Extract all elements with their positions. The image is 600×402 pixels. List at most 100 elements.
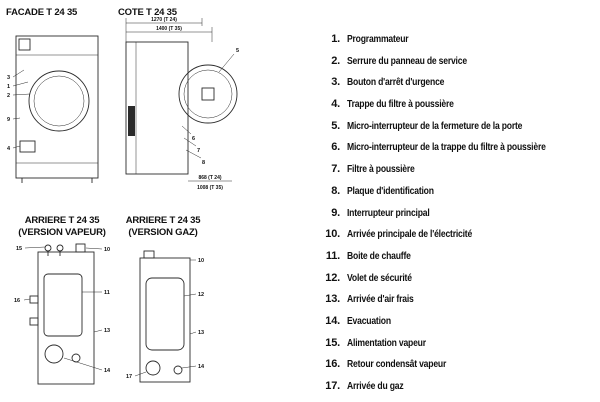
legend-item-number: 7.: [331, 163, 340, 176]
legend-item-number: 2.: [331, 54, 340, 67]
legend-item-label: Trappe du filtre à poussière: [347, 98, 454, 111]
callout-number: 13: [198, 330, 204, 336]
legend-item: 5.Micro-interrupteur de la fermeture de …: [318, 120, 589, 142]
callout-number: 15: [16, 246, 22, 252]
legend-item-label: Evacuation: [347, 314, 391, 327]
callout-number: 1: [7, 84, 10, 90]
legend-item-number: 15.: [325, 336, 340, 349]
arriere-vapeur-drawing: 15 10 16 11 13 14: [14, 243, 111, 385]
gaz-leader-lines: [134, 259, 197, 377]
legend-item: 16. Retour condensât vapeur: [318, 358, 589, 380]
legend-item-label: Retour condensât vapeur: [347, 358, 447, 371]
callout-number: 17: [126, 374, 132, 380]
legend-item: 12. Volet de sécurité: [318, 272, 589, 294]
callout-number: 14: [104, 368, 111, 374]
heating-box: [43, 273, 83, 337]
callout-number: 8: [202, 160, 205, 166]
legend-item-number: 4.: [331, 98, 340, 111]
legend-item-number: 10.: [325, 228, 340, 241]
callout-number: 10: [198, 258, 204, 264]
legend-item-label: Alimentation vapeur: [347, 336, 426, 349]
legend-item: 10. Arrivée principale de l'électricité: [318, 228, 589, 250]
legend-item: 1. Programmateur: [318, 33, 589, 55]
legend-item: 3.Bouton d'arrêt d'urgence: [318, 76, 589, 98]
cote-cabinet: [125, 41, 238, 175]
cote-drawing: 1270 (T 24) 1400 (T 35) 5 6 7 8 868 (T 2…: [125, 17, 239, 191]
louver-vent: [128, 106, 135, 136]
legend-item: 7. Filtre à poussière: [318, 163, 589, 185]
legend-item-number: 16.: [325, 358, 340, 371]
legend-item: 4. Trappe du filtre à poussière: [318, 98, 589, 120]
open-door-circle: [178, 64, 238, 124]
legend-item-number: 17.: [325, 380, 340, 392]
dimension-label: 1270 (T 24): [151, 17, 177, 23]
legend-item: 6. Micro-interrupteur de la trappe du fil…: [318, 141, 589, 163]
callout-number: 3: [7, 75, 10, 81]
legend-item: 15. Alimentation vapeur: [318, 337, 589, 359]
condensate-fitting: [29, 295, 39, 304]
legend-item: 9.Interrupteur principal: [318, 207, 589, 229]
legend-item-label: Boite de chauffe: [347, 249, 411, 262]
drum-outline: [145, 277, 185, 351]
legend-item-number: 1.: [331, 33, 340, 45]
arriere-vapeur-subtitle: (VERSION VAPEUR): [18, 227, 106, 238]
vapeur-leader-lines: [23, 246, 103, 371]
legend-item-label: Filtre à poussière: [347, 163, 415, 176]
callout-number: 7: [197, 148, 200, 154]
door-circle: [28, 70, 90, 132]
legend-item-label: Arrivée du gaz: [347, 380, 404, 392]
electrical-box: [75, 243, 86, 253]
legend-item: 17. Arrivée du gaz: [318, 380, 589, 402]
facade-title: FACADE T 24 35: [6, 7, 78, 18]
legend-item-label: Micro-interrupteur de la trappe du filtr…: [347, 141, 546, 154]
callout-number: 16: [14, 298, 20, 304]
legend-item-label: Volet de sécurité: [347, 271, 412, 284]
legend-item-number: 9.: [331, 206, 340, 219]
legend-item-number: 13.: [325, 293, 340, 306]
gas-inlet-fitting: [145, 360, 161, 376]
legend-item-label: Arrivée principale de l'électricité: [347, 228, 473, 241]
legend-item: 11. Boite de chauffe: [318, 250, 589, 272]
callout-number: 2: [7, 93, 10, 99]
facade-drawing: 3 1 2 9 4: [7, 35, 99, 183]
arriere-gaz-subtitle: (VERSION GAZ): [128, 227, 198, 238]
legend-item-number: 11.: [325, 249, 340, 262]
legend-item-label: Programmateur: [347, 33, 409, 45]
legend-item: 2. Serrure du panneau de service: [318, 55, 589, 77]
legend-item-label: Serrure du panneau de service: [347, 54, 467, 67]
cote-leader-lines: [181, 53, 235, 159]
callout-number: 10: [104, 247, 110, 253]
facade-cabinet: [15, 35, 99, 183]
legend-item-number: 14.: [325, 314, 340, 327]
legend-item-number: 5.: [331, 119, 340, 132]
legend-item-number: 12.: [325, 271, 340, 284]
facade-leader-lines: [12, 69, 31, 149]
callout-number: 11: [104, 290, 110, 296]
steam-inlet-fitting: [44, 244, 52, 252]
dimension-lines-top: [125, 18, 213, 42]
callout-number: 9: [7, 117, 10, 123]
legend-item-label: Arrivée d'air frais: [347, 293, 414, 306]
legend-item-number: 8.: [331, 184, 340, 197]
callout-number: 13: [104, 328, 110, 334]
exhaust-outlet: [44, 344, 64, 364]
electrical-box: [143, 250, 155, 259]
legend-item: 14. Evacuation: [318, 315, 589, 337]
filter-trap: [19, 140, 36, 153]
vapeur-cabinet: [29, 243, 95, 385]
legend-item: 8. Plaque d'identification: [318, 185, 589, 207]
legend-item-label: Plaque d'identification: [347, 184, 434, 197]
callout-number: 6: [192, 136, 195, 142]
callout-number: 14: [198, 364, 205, 370]
legend-item-number: 3.: [331, 76, 340, 89]
callout-number: 5: [236, 48, 239, 54]
callout-number: 12: [198, 292, 204, 298]
gaz-cabinet: [139, 250, 191, 383]
dimension-label: 1008 (T 35): [197, 185, 223, 191]
arriere-gaz-drawing: 10 12 13 14 17: [126, 250, 205, 383]
dimension-label: 1400 (T 35): [156, 26, 182, 32]
callout-number: 4: [7, 146, 11, 152]
legend-item-number: 6.: [331, 141, 340, 154]
arriere-gaz-title: ARRIERE T 24 35: [125, 215, 201, 226]
